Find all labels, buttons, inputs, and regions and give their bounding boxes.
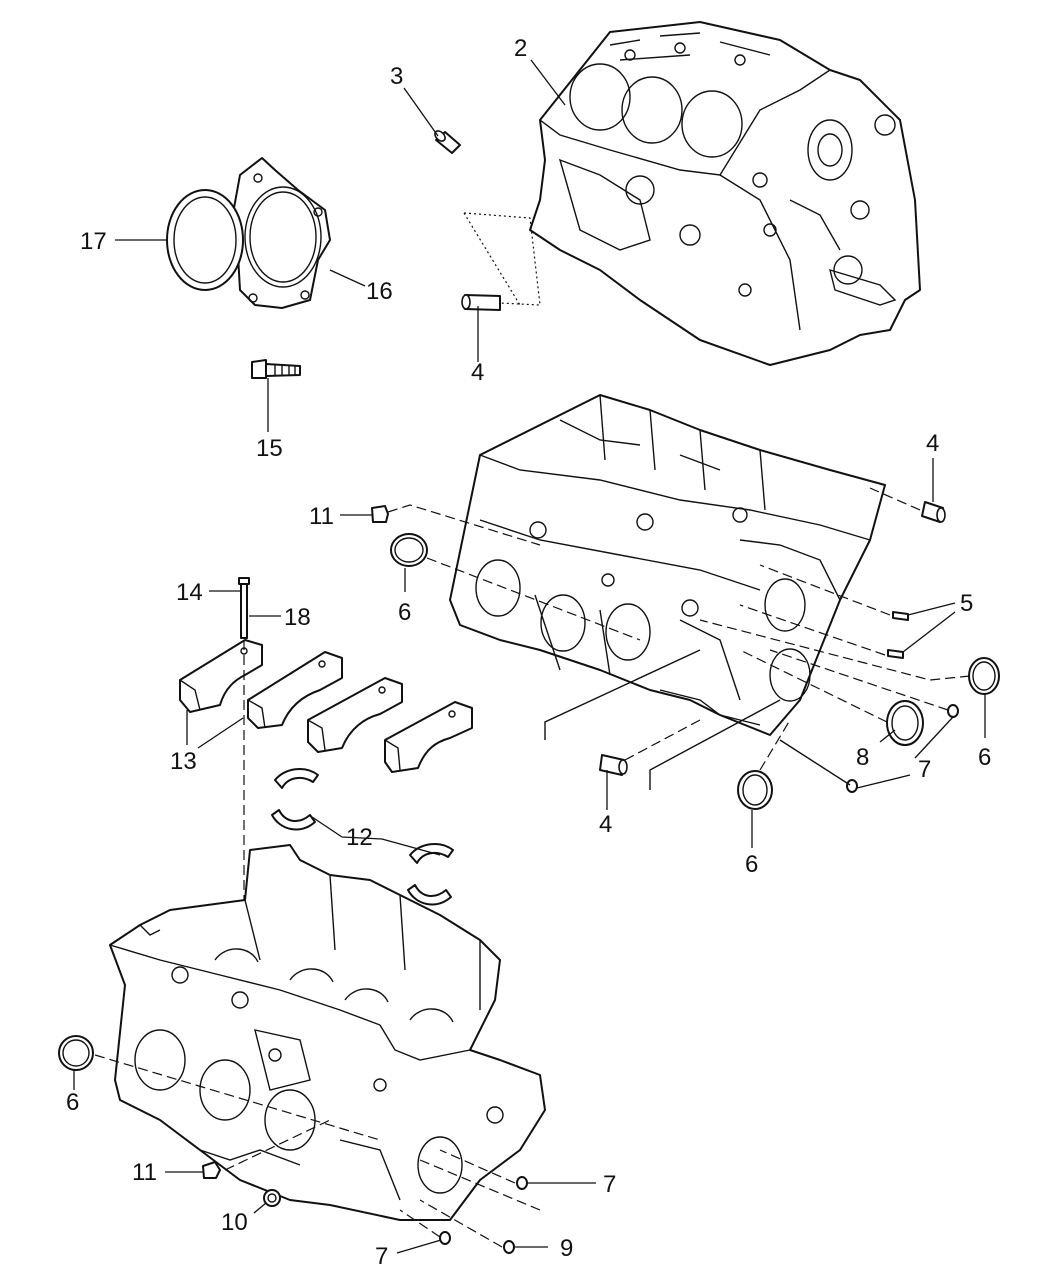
callout-11-upper: 11: [309, 503, 334, 530]
callout-16: 16: [366, 278, 393, 305]
callout-4-middle: 4: [599, 811, 612, 838]
dowel-pin-4-right: [921, 501, 946, 523]
rear-crankshaft-seal: [166, 189, 244, 291]
core-plug-6-left: [390, 533, 428, 567]
bolt-11-lower: [202, 1161, 221, 1179]
oil-gallery-pins-5: [887, 611, 909, 659]
cylinder-block-lower: [109, 844, 546, 1221]
main-cap-bolt-14: [238, 577, 250, 910]
callout-18: 18: [284, 604, 311, 631]
callout-15: 15: [256, 435, 283, 462]
leader-lines: [73, 59, 986, 1254]
bolt-11-upper: [371, 505, 389, 523]
callout-13: 13: [170, 748, 197, 775]
core-plug-8: [886, 700, 924, 746]
core-plug-6-bottom: [737, 770, 773, 810]
bolt-15: [251, 359, 301, 379]
callout-10: 10: [221, 1209, 248, 1236]
expansion-plugs-7: [439, 704, 959, 1245]
core-plug-6-lower-left: [58, 1035, 94, 1071]
callout-9: 9: [560, 1235, 573, 1262]
callout-14: 14: [176, 579, 203, 606]
callout-6-lower-left: 6: [66, 1089, 79, 1116]
callouts: 2 3 4 4 4 5 6 6 6 6 7 7 7 8 9 10 11 11 1…: [66, 35, 991, 1270]
core-plug-6-right: [968, 657, 1000, 695]
callout-7-bottom: 7: [375, 1243, 388, 1270]
callout-6-bottom: 6: [745, 851, 758, 878]
callout-2: 2: [514, 35, 527, 62]
cylinder-block-middle: [449, 394, 886, 736]
dowel-pin-4-upper: [461, 212, 541, 311]
assembly-lines: [94, 487, 971, 1248]
callout-3: 3: [390, 63, 403, 90]
callout-12: 12: [346, 824, 373, 851]
short-block-assembly: [529, 21, 921, 366]
plug-10: [263, 1189, 281, 1207]
callout-11-lower: 11: [132, 1159, 157, 1186]
callout-6-left: 6: [398, 599, 411, 626]
callout-7-right: 7: [918, 756, 931, 783]
callout-17: 17: [80, 228, 107, 255]
callout-6-right: 6: [978, 744, 991, 771]
callout-8: 8: [856, 744, 869, 771]
callout-5: 5: [960, 590, 973, 617]
plug-9: [503, 1240, 515, 1254]
main-bearing-shells: [271, 768, 454, 906]
callout-7-lower-right: 7: [603, 1171, 616, 1198]
main-bearing-caps: [179, 639, 473, 773]
rear-seal-retainer: [229, 157, 331, 309]
callout-4-upper: 4: [471, 359, 484, 386]
dowel-pin-3: [434, 130, 461, 154]
callout-4-right: 4: [926, 430, 939, 457]
dowel-pin-4-middle: [599, 754, 628, 776]
